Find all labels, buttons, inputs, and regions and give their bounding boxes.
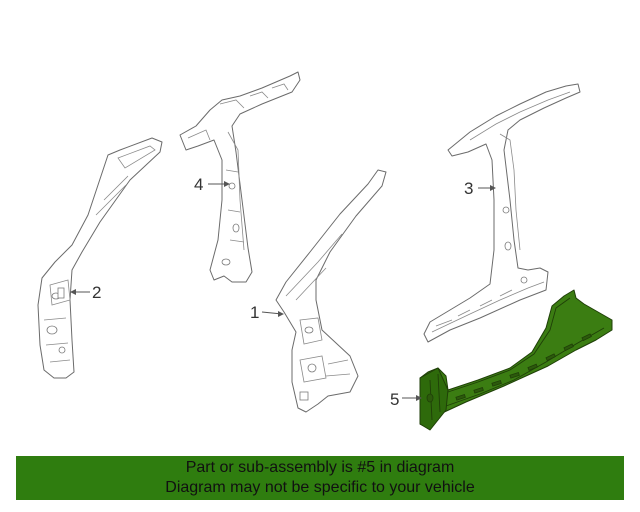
svg-text:1: 1 <box>250 303 259 322</box>
part-4-b-pillar-inner[interactable] <box>179 71 301 283</box>
svg-text:3: 3 <box>464 179 473 198</box>
callout-5: 5 <box>390 390 422 409</box>
callout-3: 3 <box>464 179 496 198</box>
callout-1: 1 <box>250 303 284 322</box>
svg-text:2: 2 <box>92 283 101 302</box>
part-info-banner: Part or sub-assembly is #5 in diagram Di… <box>16 456 624 500</box>
part-3-center-pillar-outer[interactable] <box>423 83 581 343</box>
svg-text:5: 5 <box>390 390 399 409</box>
part-5-rocker-panel[interactable] <box>419 289 613 431</box>
banner-line-2: Diagram may not be specific to your vehi… <box>165 479 475 496</box>
callout-4: 4 <box>194 175 230 194</box>
callout-2: 2 <box>70 283 101 302</box>
banner-line-1: Part or sub-assembly is #5 in diagram <box>185 459 455 476</box>
part-1-front-pillar[interactable] <box>275 169 387 413</box>
svg-text:4: 4 <box>194 175 203 194</box>
part-2-a-pillar-inner[interactable] <box>37 137 163 379</box>
